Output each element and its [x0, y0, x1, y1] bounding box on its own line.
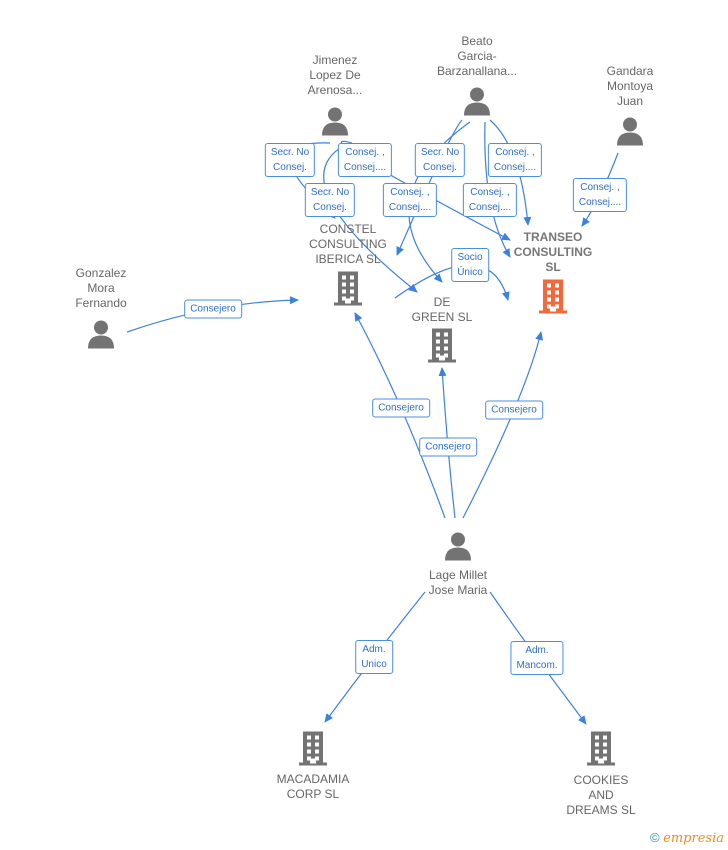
edge-label-line: Adm. [362, 644, 386, 655]
edge-label[interactable]: Consej. , Consej.... [462, 183, 518, 217]
node-label-line: Lopez De [309, 68, 361, 82]
edge-label[interactable]: Consejero [419, 437, 477, 457]
node-label-line: COOKIES [573, 773, 629, 787]
edge-label[interactable]: Consej. , Consej.... [487, 143, 543, 177]
building-icon[interactable] [537, 278, 569, 319]
node-label-line: AND [588, 788, 614, 802]
edge-label[interactable]: Consej. , Consej.... [337, 143, 393, 177]
node-label-line: Juan [616, 94, 644, 108]
building-icon[interactable] [297, 730, 329, 771]
edge-label[interactable]: Adm. Unico [355, 640, 393, 674]
node-label-line: MACADAMIA [276, 772, 350, 786]
edge-label-line: Consejero [491, 404, 537, 416]
edge-label-line: Consej. , [345, 147, 385, 158]
building-icon[interactable] [426, 327, 458, 368]
node-label-line: CONSULTING [513, 245, 593, 259]
edge-label[interactable]: Adm. Mancom. [510, 641, 564, 675]
edge-label-line: Socio [457, 252, 483, 263]
node-label-line: Fernando [75, 296, 127, 310]
edge-label-line: Consej. [313, 202, 347, 213]
edge-label-line: Mancom. [516, 660, 558, 671]
edge-label[interactable]: Consej. , Consej.... [572, 178, 628, 212]
edge-label-line: Consej.... [343, 162, 387, 173]
node-label-line: DE [433, 295, 451, 309]
node-label-line: Beato [461, 34, 493, 48]
copyright-icon: © [649, 830, 660, 845]
node-label-line: Gonzalez [75, 266, 127, 280]
node-label-line: SL [545, 260, 561, 274]
edge-label-line: Consej. , [580, 182, 620, 193]
person-icon[interactable] [320, 106, 350, 141]
edge-label[interactable]: Secr. No Consej. [304, 183, 356, 217]
node-label-line: DREAMS SL [566, 803, 636, 817]
edge-label-line: Consej.... [388, 202, 432, 213]
node-label-line: Lage Millet [428, 568, 488, 582]
edge-label-line: Consej.... [578, 197, 622, 208]
brand-name: mpresia [670, 831, 724, 846]
brand-initial: e [663, 831, 671, 846]
edge-label-line: Secr. No [310, 187, 350, 198]
node-label-line: GREEN SL [411, 310, 473, 324]
node-label-line: Barzanallana... [436, 64, 518, 78]
edge-label-line: Consejero [378, 402, 424, 414]
edge-label-line: Consej.... [493, 162, 537, 173]
edge-label[interactable]: Consejero [485, 400, 543, 420]
node-label-line: Jimenez [312, 53, 358, 67]
node-label-line: CONSTEL [319, 222, 377, 236]
node-label-line: Montoya [606, 79, 654, 93]
edge-label[interactable]: Consejero [372, 398, 430, 418]
building-icon[interactable] [332, 270, 364, 311]
node-label-line: Mora [87, 281, 115, 295]
edge-label[interactable]: Secr. No Consej. [264, 143, 316, 177]
edge-label-line: Consej. [423, 162, 457, 173]
node-label-line: IBERICA SL [315, 252, 381, 266]
node-label-line: Jose Maria [428, 583, 488, 597]
node-label-line: TRANSEO [523, 230, 583, 244]
node-label-line: CORP SL [286, 787, 340, 801]
edge-lage-transeo [462, 331, 544, 519]
person-icon[interactable] [615, 116, 645, 151]
edge-label-line: Consejero [190, 303, 236, 315]
edge-label-line: Consej.... [468, 202, 512, 213]
node-label-line: Arenosa... [307, 83, 363, 97]
person-icon[interactable] [462, 86, 492, 121]
footer-brand: © empresia [650, 830, 724, 846]
edge-label-line: Único [457, 267, 483, 278]
edge-label-line: Consej. , [390, 187, 430, 198]
edge-label-line: Consej. , [495, 147, 535, 158]
person-icon[interactable] [443, 531, 473, 566]
building-icon[interactable] [585, 730, 617, 771]
node-label-line: Gandara [606, 64, 654, 78]
edge-label[interactable]: Consejero [184, 299, 242, 319]
node-label-line: CONSULTING [309, 237, 387, 251]
edge-label-line: Secr. No [420, 147, 460, 158]
edge-label-line: Consej. , [470, 187, 510, 198]
person-icon[interactable] [86, 319, 116, 354]
edge-label[interactable]: Consej. , Consej.... [382, 183, 438, 217]
edge-label-line: Secr. No [270, 147, 310, 158]
edge-label-line: Adm. [525, 645, 549, 656]
edge-label[interactable]: Secr. No Consej. [414, 143, 466, 177]
node-label-line: Garcia- [457, 49, 497, 63]
edge-label-line: Unico [361, 659, 387, 670]
edge-label-line: Consejero [425, 441, 471, 453]
edge-label-line: Consej. [273, 162, 307, 173]
